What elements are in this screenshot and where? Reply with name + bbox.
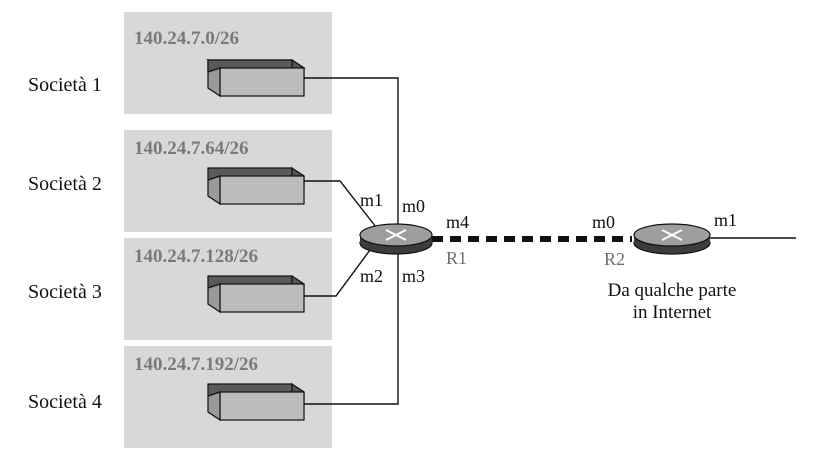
internet-caption-line1: Da qualche parte bbox=[608, 280, 737, 301]
link-m1 bbox=[304, 180, 377, 228]
r1-port-m0: m0 bbox=[402, 196, 425, 216]
router-r1-label: R1 bbox=[446, 248, 467, 268]
switch-icon bbox=[207, 166, 305, 206]
internet-caption-line2: in Internet bbox=[633, 302, 712, 323]
switch-icon bbox=[207, 382, 305, 422]
company-2-group: 140.24.7.64/26 Società 2 bbox=[28, 130, 332, 232]
company-3-group: 140.24.7.128/26 Società 3 bbox=[28, 238, 332, 340]
r1-port-m1: m1 bbox=[360, 190, 383, 210]
switch-icon bbox=[206, 58, 306, 98]
r1-port-m3: m3 bbox=[402, 266, 425, 286]
link-m0 bbox=[304, 77, 399, 226]
router-icon bbox=[359, 223, 433, 255]
subnet-address-2: 140.24.7.64/26 bbox=[134, 138, 249, 159]
subnet-address-1: 140.24.7.0/26 bbox=[134, 28, 239, 49]
switch-icon bbox=[207, 274, 305, 314]
company-label-4: Società 4 bbox=[28, 391, 102, 413]
router-icon bbox=[633, 223, 711, 255]
links bbox=[304, 77, 796, 405]
subnet-address-4: 140.24.7.192/26 bbox=[134, 354, 258, 375]
company-1-group: 140.24.7.0/26 Società 1 bbox=[28, 12, 332, 114]
company-4-group: 140.24.7.192/26 Società 4 bbox=[28, 346, 332, 448]
company-label-3: Società 3 bbox=[28, 281, 102, 303]
router-r2-label: R2 bbox=[604, 249, 625, 269]
link-m2 bbox=[304, 249, 371, 297]
r2-port-m0: m0 bbox=[592, 212, 615, 232]
r2-port-m1: m1 bbox=[714, 210, 737, 230]
subnet-address-3: 140.24.7.128/26 bbox=[134, 246, 258, 267]
company-label-1: Società 1 bbox=[28, 74, 102, 96]
link-m3 bbox=[304, 252, 399, 405]
r1-port-m2: m2 bbox=[360, 266, 383, 286]
company-label-2: Società 2 bbox=[28, 173, 102, 195]
r1-port-m4: m4 bbox=[446, 212, 469, 232]
